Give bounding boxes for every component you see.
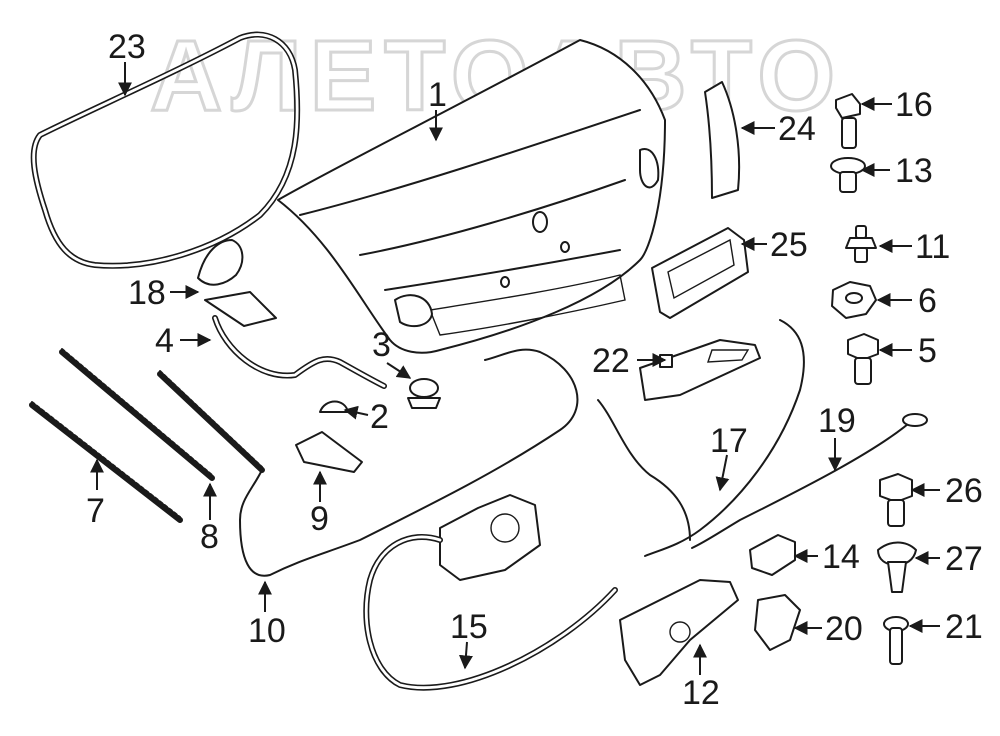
callout-19: 19 — [818, 402, 856, 440]
callout-15: 15 — [450, 608, 488, 646]
callout-18: 18 — [128, 274, 166, 312]
part-4-hinge — [204, 291, 387, 389]
callout-5: 5 — [918, 332, 937, 370]
part-actuator — [439, 494, 541, 581]
callout-4: 4 — [155, 322, 174, 360]
part-8-spring — [59, 348, 215, 481]
part-weatherstrip — [30, 31, 301, 269]
callout-14: 14 — [822, 538, 860, 576]
part-22-light — [639, 339, 761, 401]
part-6-nut — [831, 281, 877, 319]
callout-20: 20 — [825, 610, 863, 648]
callout-8: 8 — [200, 518, 219, 556]
part-26-screw — [879, 473, 913, 527]
part-24-trim — [704, 81, 741, 199]
callout-13: 13 — [895, 152, 933, 190]
callout-1: 1 — [428, 76, 447, 114]
part-14-clip — [749, 534, 796, 576]
part-21-bolt — [883, 616, 909, 665]
part-16-bolt — [835, 93, 861, 149]
callout-22: 22 — [592, 342, 630, 380]
callout-2: 2 — [370, 398, 389, 436]
callout-17: 17 — [710, 422, 748, 460]
callout-7: 7 — [86, 492, 105, 530]
part-17-cable — [644, 319, 805, 557]
part-25-bracket — [651, 227, 749, 319]
part-spring-right — [157, 370, 265, 473]
callout-9: 9 — [310, 500, 329, 538]
callout-6: 6 — [918, 282, 937, 320]
part-12-latch — [619, 579, 739, 686]
part-13-screw — [830, 157, 866, 193]
part-20-striker — [754, 594, 801, 651]
callout-27: 27 — [945, 540, 983, 578]
callout-25: 25 — [770, 226, 808, 264]
part-5-bolt — [847, 333, 879, 385]
callout-3: 3 — [372, 326, 391, 364]
callout-11: 11 — [915, 228, 950, 266]
callout-24: 24 — [778, 110, 816, 148]
part-9-wedge — [295, 431, 363, 473]
callout-21: 21 — [945, 608, 983, 646]
part-trunk-lid — [277, 39, 666, 354]
part-18-hinge-bracket — [197, 239, 244, 286]
leader-lines — [90, 62, 940, 675]
callout-12: 12 — [682, 674, 720, 712]
part-19-cable — [691, 417, 916, 549]
part-10-cable — [239, 348, 579, 577]
part-7-gas-spring — [29, 401, 183, 523]
callout-23: 23 — [108, 28, 146, 66]
callout-labels: 23 1 24 16 13 25 11 18 6 4 3 22 5 2 17 1… — [86, 28, 983, 712]
callout-26: 26 — [945, 472, 983, 510]
part-27-clip — [877, 541, 917, 593]
callout-16: 16 — [895, 86, 933, 124]
part-2-cap — [319, 400, 349, 413]
part-3-buffer — [407, 378, 441, 409]
part-11-stud — [845, 225, 877, 263]
callout-10: 10 — [248, 612, 286, 650]
